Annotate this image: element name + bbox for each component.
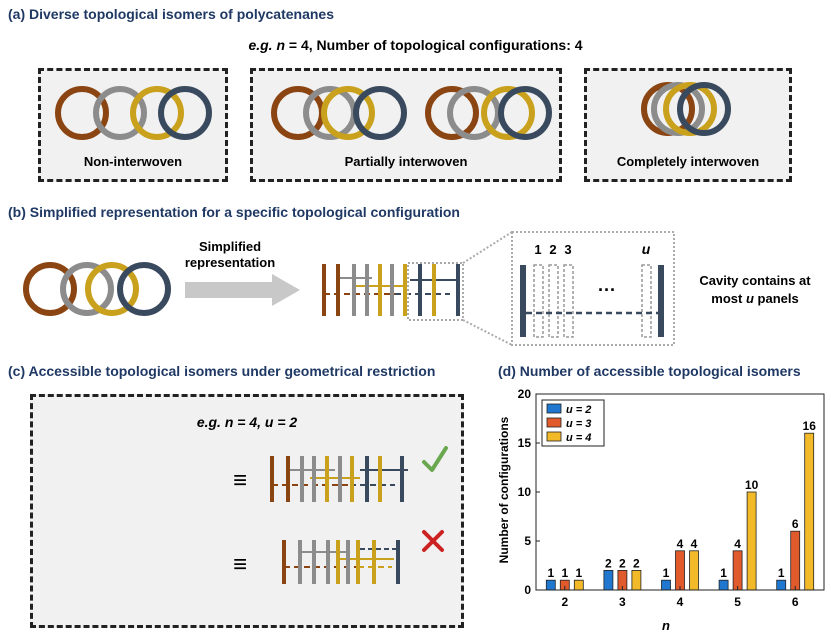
non-interwoven-label: Non-interwoven xyxy=(83,154,183,169)
panel-b-title: (b) Simplified representation for a spec… xyxy=(8,204,460,220)
panel-number-2: 2 xyxy=(549,242,556,257)
panel-d-title: (d) Number of accessible topological iso… xyxy=(498,363,801,379)
arrow-label: Simplified representation xyxy=(180,239,280,271)
bar xyxy=(573,579,584,591)
panel-a-title: (a) Diverse topological isomers of polyc… xyxy=(8,6,334,22)
panel-number-3: 3 xyxy=(564,242,571,257)
bar-value-label: 1 xyxy=(561,566,568,580)
bar-value-label: 10 xyxy=(745,478,759,492)
legend-entry: u = 3 xyxy=(566,418,591,430)
bar xyxy=(790,530,801,591)
bar xyxy=(545,579,556,591)
x-tick-label: 3 xyxy=(619,595,626,609)
bar xyxy=(776,579,787,591)
chart-x-axis-label: n xyxy=(662,618,670,633)
bar xyxy=(746,491,757,591)
legend-entry: u = 2 xyxy=(566,404,591,416)
check-icon xyxy=(422,446,448,472)
y-tick-label: 0 xyxy=(524,583,531,597)
y-tick-label: 15 xyxy=(518,436,532,450)
bar xyxy=(718,579,729,591)
x-tick-label: 6 xyxy=(792,595,799,609)
rings-panel-b xyxy=(23,262,171,316)
bar-value-label: 1 xyxy=(663,566,670,580)
completely-interwoven-label: Completely interwoven xyxy=(616,154,760,169)
arrow-label-line1: Simplified xyxy=(198,239,262,254)
rings-non-interwoven xyxy=(55,86,212,140)
legend-swatch xyxy=(546,403,562,414)
cavity-text-line2: most u panels xyxy=(680,290,830,308)
panel-u-label: u xyxy=(642,241,651,257)
equivalence-icon-row1: ≡ xyxy=(233,467,247,494)
bar-value-label: 1 xyxy=(575,566,582,580)
rings-partially-interwoven-1 xyxy=(271,86,407,140)
y-tick-label: 5 xyxy=(524,534,531,548)
legend-swatch xyxy=(546,431,562,442)
bar-value-label: 1 xyxy=(720,566,727,580)
y-tick-label: 20 xyxy=(518,387,532,401)
bar-value-label: 4 xyxy=(734,537,741,551)
panel-c-example: e.g. n = 4, u = 2 xyxy=(196,414,298,430)
panel-c-row2-bars xyxy=(282,540,400,584)
legend-entry: u = 4 xyxy=(566,432,591,444)
panel-representation xyxy=(322,264,460,316)
bar xyxy=(675,550,685,591)
equivalence-icon-row2: ≡ xyxy=(233,551,247,578)
panel-a-example-prefix: e.g. n xyxy=(248,37,286,53)
bar xyxy=(661,579,671,591)
panel-c-title: (c) Accessible topological isomers under… xyxy=(8,363,436,379)
cavity-text-u: u xyxy=(745,291,754,306)
ellipsis: ··· xyxy=(598,280,616,300)
bar-value-label: 4 xyxy=(691,537,698,551)
bar-value-label: 2 xyxy=(619,556,626,570)
panel-number-1: 1 xyxy=(534,242,541,257)
bar-value-label: 1 xyxy=(778,566,785,580)
arrow-label-line2: representation xyxy=(184,255,276,270)
y-tick-label: 10 xyxy=(518,485,532,499)
cross-icon xyxy=(422,530,444,552)
bar xyxy=(689,550,699,591)
cavity-text-line1: Cavity contains at xyxy=(699,273,811,288)
x-tick-label: 2 xyxy=(561,595,568,609)
bar xyxy=(603,569,614,591)
panel-c-row1-bars xyxy=(270,456,408,502)
cavity-text: Cavity contains at most u panels xyxy=(680,272,830,308)
simplify-arrow-icon xyxy=(185,274,300,306)
legend-swatch xyxy=(546,417,562,428)
bar-value-label: 4 xyxy=(677,537,684,551)
rings-completely-interwoven xyxy=(641,82,731,136)
bar-value-label: 6 xyxy=(792,517,799,531)
zoom-detail-panels xyxy=(520,264,664,338)
bar-value-label: 1 xyxy=(547,566,554,580)
zoom-detail-box xyxy=(511,231,675,346)
panel-c-box xyxy=(30,394,464,628)
bar-value-label: 2 xyxy=(633,556,640,570)
panel-a-example: e.g. n = 4, Number of topological config… xyxy=(0,37,831,53)
cavity-text-most: most xyxy=(711,291,746,306)
x-tick-label: 5 xyxy=(734,595,741,609)
panel-a-example-rest: = 4, Number of topological configuration… xyxy=(285,37,583,53)
bar-value-label: 2 xyxy=(605,556,612,570)
cavity-text-panels: panels xyxy=(753,291,799,306)
chart-y-axis-label: Number of configurations xyxy=(497,416,511,563)
bar xyxy=(631,569,642,591)
bar xyxy=(804,432,815,591)
partially-interwoven-label: Partially interwoven xyxy=(344,154,468,169)
bar-value-label: 16 xyxy=(803,419,817,433)
x-tick-label: 4 xyxy=(677,595,684,609)
bar xyxy=(732,550,743,591)
rings-partially-interwoven-2 xyxy=(425,86,552,140)
